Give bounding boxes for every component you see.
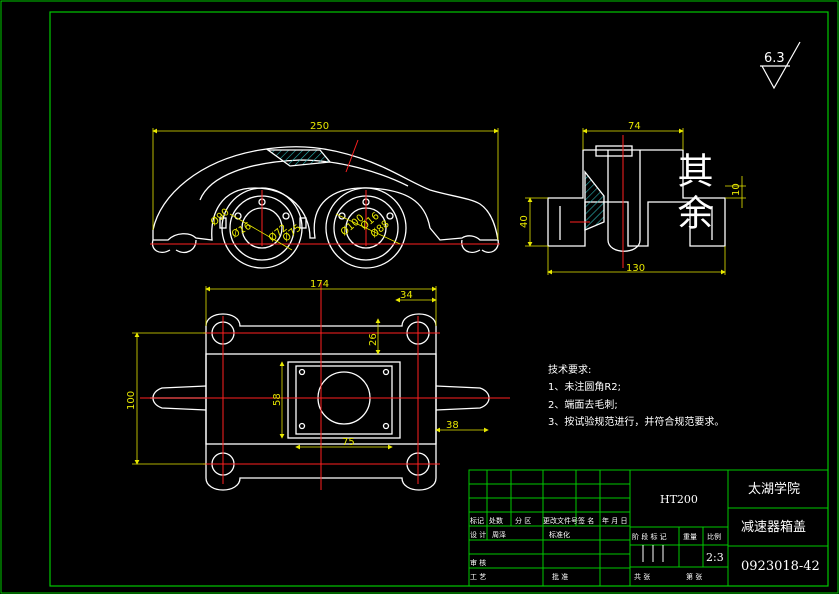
- tb-material: HT200: [660, 493, 698, 506]
- tb-revision-label: 标记: [470, 516, 484, 525]
- top-center-58-dim: 58: [272, 393, 283, 406]
- tb-weight-label: 重量: [683, 533, 697, 541]
- front-dimensions: [152, 128, 499, 251]
- tb-zone-label: 分 区: [515, 516, 531, 525]
- technical-requirements: 技术要求: 1、未注圆角R2; 2、端面去毛刺; 3、按试验规范进行，并符合规范…: [548, 363, 724, 428]
- side-width-dim: 74: [628, 121, 641, 132]
- surface-finish-label: 其余: [672, 152, 714, 236]
- tb-part-name: 减速器箱盖: [741, 519, 806, 535]
- tb-count-label: 处数: [489, 516, 503, 525]
- inner-frame: [49, 11, 829, 587]
- tech-req-item-3: 3、按试验规范进行，并符合规范要求。: [548, 415, 724, 428]
- tb-total-sheets: 共 张: [634, 572, 650, 581]
- tb-docno-label: 更改文件号: [543, 516, 578, 525]
- tb-sheet: 第 张: [686, 572, 702, 581]
- top-half-dim: 26: [368, 333, 379, 346]
- tb-scale-value: 2:3: [706, 551, 724, 564]
- side-length-dim: 130: [626, 263, 645, 274]
- top-lug-dim: 38: [446, 420, 459, 431]
- top-view: [140, 282, 510, 491]
- tb-approve-label: 批 准: [552, 572, 568, 581]
- front-view: [150, 139, 500, 269]
- tech-req-item-2: 2、端面去毛刺;: [548, 398, 618, 411]
- side-height-dim: 40: [519, 215, 530, 228]
- top-dimensions: [132, 286, 489, 465]
- tb-drawing-number: 0923018-42: [741, 559, 820, 574]
- tb-scale-label: 比例: [707, 532, 721, 541]
- tb-review-label: 审 核: [470, 558, 486, 567]
- front-length-dim: 250: [310, 121, 329, 132]
- side-dimensions: [525, 128, 746, 275]
- tb-design-label: 设 计: [470, 530, 486, 539]
- tb-stage-label: 阶 段 标 记: [632, 532, 667, 541]
- roughness-symbol-icon: [760, 41, 801, 90]
- title-block: [468, 469, 829, 587]
- top-width-dim: 100: [126, 391, 137, 410]
- top-offset-dim: 34: [400, 290, 413, 301]
- bore-dim-2: Ø16: [230, 220, 254, 241]
- tb-standardization-label: 标准化: [549, 530, 570, 539]
- tech-req-heading: 技术要求:: [548, 363, 591, 376]
- tb-school: 太湖学院: [748, 481, 800, 497]
- tb-signature-label: 签 名: [578, 516, 594, 525]
- side-view: [547, 135, 726, 268]
- surface-finish-note: 其余 6.3: [672, 41, 801, 236]
- tb-date-label: 年 月 日: [602, 516, 627, 525]
- top-length-dim: 174: [310, 279, 329, 290]
- top-center-75-dim: 75: [342, 437, 355, 448]
- tech-req-item-1: 1、未注圆角R2;: [548, 380, 621, 393]
- side-flange-dim: 10: [731, 183, 742, 196]
- tb-process-label: 工 艺: [470, 573, 486, 581]
- tb-designer: 周泽: [492, 531, 506, 539]
- roughness-value: 6.3: [764, 51, 785, 66]
